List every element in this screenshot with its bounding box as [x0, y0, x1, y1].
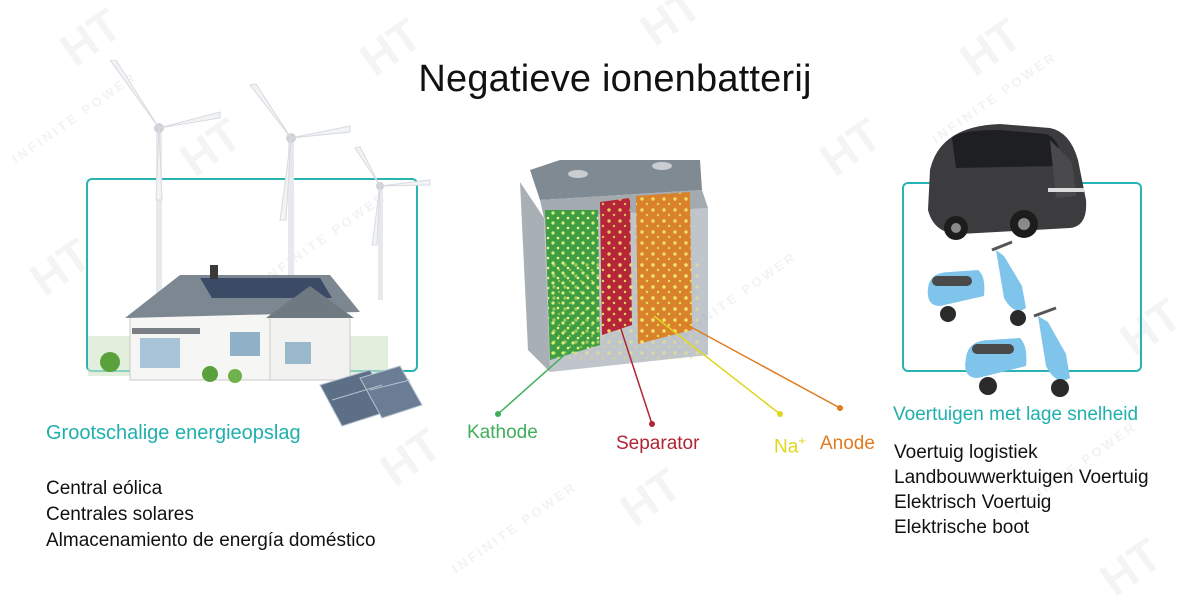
na-label-superscript: +: [798, 433, 806, 448]
vehicles-caption: Voertuigen met lage snelheid: [893, 404, 1139, 425]
vehicles-illustration: [927, 124, 1087, 397]
solar-panel-icon: [319, 365, 423, 427]
kathode-label: Kathode: [467, 422, 538, 443]
wind-turbine-icon: [354, 146, 431, 300]
page-title: Negatieve ionenbatterij: [418, 58, 812, 100]
battery-diagram: [495, 160, 843, 427]
energy-storage-caption: Grootschalige energieopslag: [46, 422, 301, 444]
watermark-tagline: INFINITE POWER: [449, 478, 580, 577]
na-label: Na+: [774, 433, 806, 458]
house-icon: [88, 265, 388, 383]
wind-turbine-icon: [249, 83, 351, 290]
list-item: Centrales solares: [46, 504, 194, 525]
anode-label: Anode: [820, 433, 875, 454]
list-item: Voertuig logistiek: [894, 442, 1038, 463]
separator-label: Separator: [616, 433, 700, 454]
list-item: Almacenamiento de energía doméstico: [46, 530, 376, 551]
energy-storage-illustration: [88, 60, 431, 427]
watermark-logo: HT: [630, 0, 711, 57]
energy-storage-list: Central eólica Centrales solares Almacen…: [46, 476, 376, 554]
list-item: Elektrische boot: [894, 517, 1030, 538]
scooter-icon: [927, 240, 1026, 326]
leader-lines: [495, 315, 843, 427]
vehicles-list: Voertuig logistiek Landbouwwerktuigen Vo…: [894, 440, 1149, 540]
na-label-text: Na: [774, 436, 799, 458]
scooter-icon: [965, 306, 1070, 397]
car-icon: [928, 124, 1087, 240]
watermark-logo: HT: [610, 457, 691, 536]
list-item: Central eólica: [46, 478, 163, 499]
electrolyte-particles: [550, 260, 700, 360]
list-item: Elektrisch Voertuig: [894, 492, 1052, 513]
wind-turbine-icon: [109, 60, 221, 300]
list-item: Landbouwwerktuigen Voertuig: [894, 467, 1149, 488]
